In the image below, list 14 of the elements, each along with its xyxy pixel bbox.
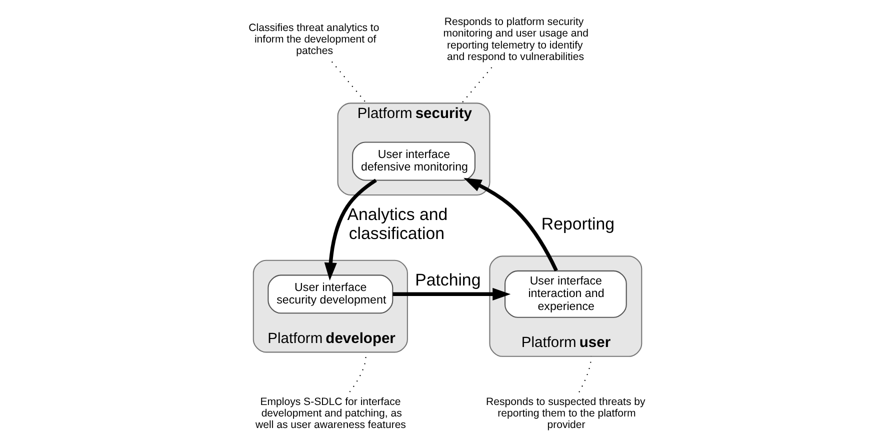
connector — [460, 67, 492, 104]
node-text: Responds to suspected threats by reporting them to the platform provider — [486, 396, 645, 432]
node-box: User interface defensive monitoring — [352, 142, 475, 181]
node-box: User interface security development — [267, 274, 393, 314]
arrow — [463, 178, 558, 272]
node-box: User interface interaction and experience — [504, 270, 626, 318]
node-text: Classifies threat analytics to inform the development of patches — [248, 22, 379, 58]
node-text: Employs S-SDLC for interface development and patching, as well as user awareness features — [255, 396, 406, 432]
node-text: Responds to platform security monitoring and user usage and reporting telemetry to identify and respond to vulnerabilities — [442, 16, 588, 63]
edge-label: Analytics and classification — [346, 205, 448, 244]
arrow — [392, 288, 510, 300]
connector — [330, 61, 366, 104]
edge-label: Patching — [414, 270, 480, 290]
edge-label: Reporting — [540, 214, 614, 234]
